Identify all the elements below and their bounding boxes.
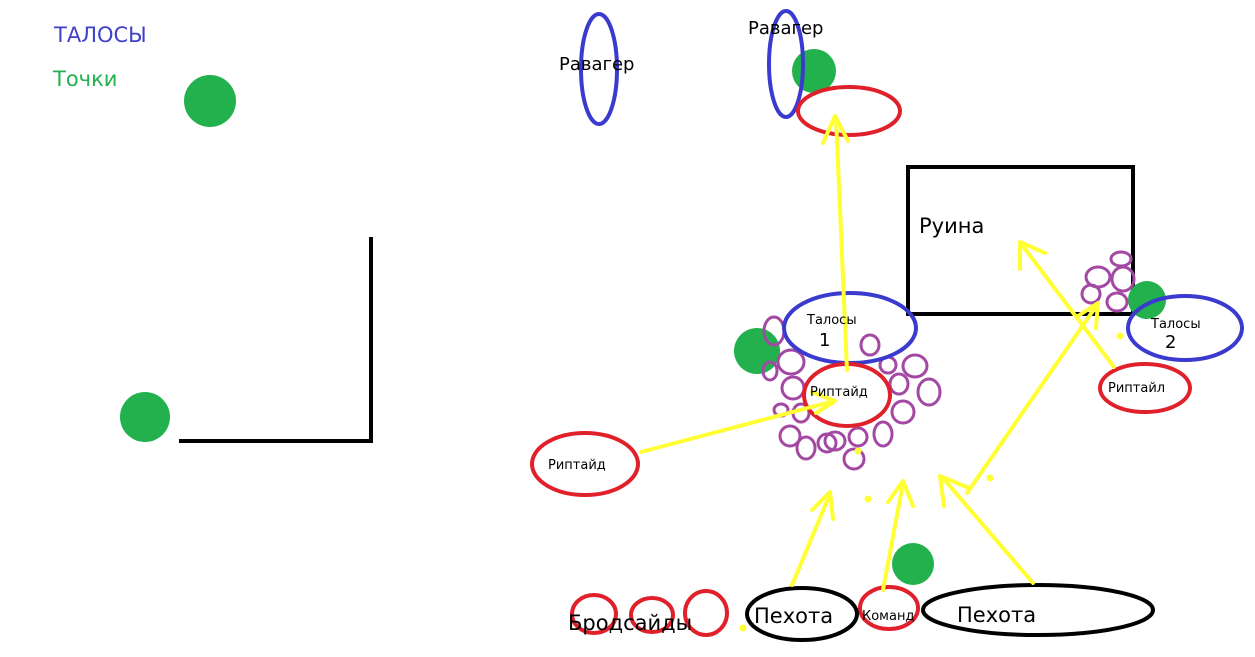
riptide-center-label: Риптайд xyxy=(810,385,868,400)
objective-points xyxy=(120,49,1166,585)
ravager-2-label: Равагер xyxy=(748,18,823,39)
purple-swarm xyxy=(761,250,1136,471)
objective-point xyxy=(892,543,934,585)
infantry-units xyxy=(745,583,1155,642)
infantry-2-ellipse xyxy=(921,583,1155,637)
arrow-infantry2-up xyxy=(938,474,1035,585)
talos-2-name-label: Талосы xyxy=(1150,317,1201,332)
movement-arrows xyxy=(639,114,1124,632)
broadside-2-ellipse xyxy=(629,596,675,634)
broadsides-label: Бродсайды xyxy=(568,611,692,635)
ravager-1-label: Равагер xyxy=(559,54,634,75)
talos-1-ellipse xyxy=(782,291,918,365)
riptide-right-ellipse xyxy=(1098,362,1192,414)
objective-point xyxy=(184,75,236,127)
arrow-riptide-right-to-ruin xyxy=(1018,240,1116,369)
riptide-left-label: Риптайд xyxy=(548,458,606,473)
arrow-riptide-left-to-center xyxy=(639,390,837,454)
broadside-3-ellipse xyxy=(683,589,729,637)
legend-talos-label: ТАЛОСЫ xyxy=(54,23,147,47)
talos-2-number-label: 2 xyxy=(1165,332,1176,353)
objective-point xyxy=(734,328,780,374)
riptide-right-label: Риптайл xyxy=(1108,381,1165,396)
ruin-label: Руина xyxy=(919,214,984,238)
terrain-wall xyxy=(179,237,373,443)
talos-1-number-label: 1 xyxy=(819,330,830,351)
command-label: Команд xyxy=(862,609,914,624)
riptide-north-ellipse xyxy=(796,85,902,137)
broadside-1-ellipse xyxy=(570,593,618,635)
legend-points-label: Точки xyxy=(53,67,118,91)
arrow-to-talos-2 xyxy=(965,301,1100,495)
infantry-1-label: Пехота xyxy=(754,604,833,628)
command-ellipse xyxy=(858,585,920,631)
objective-point xyxy=(120,392,170,442)
ravager-1-ellipse xyxy=(579,12,619,126)
riptide-left-ellipse xyxy=(530,431,640,497)
arrow-infantry1-up xyxy=(790,490,835,587)
infantry-1-ellipse xyxy=(745,586,859,642)
talos-1-name-label: Талосы xyxy=(806,313,857,328)
infantry-2-label: Пехота xyxy=(957,603,1036,627)
arrow-command-up xyxy=(881,479,915,592)
objective-point xyxy=(792,49,836,93)
talos-2-ellipse xyxy=(1126,294,1244,362)
ravager-2-ellipse xyxy=(767,9,805,119)
ruin-building xyxy=(906,165,1135,316)
arrow-riptide-to-north xyxy=(821,114,850,372)
